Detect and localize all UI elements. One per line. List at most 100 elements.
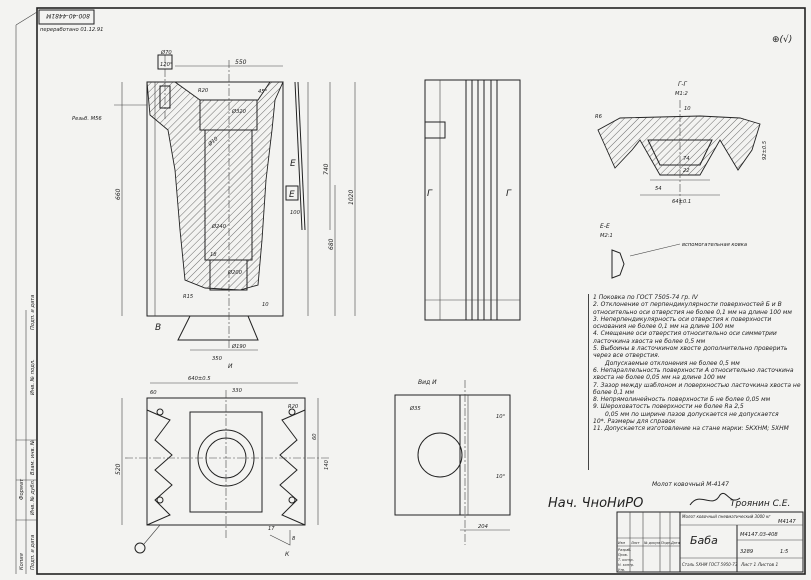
dim-350: 350 bbox=[212, 356, 223, 362]
dim-r15: R15 bbox=[183, 294, 194, 300]
section-ee-scale: М2:1 bbox=[600, 233, 613, 239]
section-gg: Г-Г М1:2 R6 10 74 22 54 92±0.5 64±0.1 bbox=[595, 81, 768, 205]
section-label-g-right: Г bbox=[506, 189, 512, 199]
plan-view-title: И bbox=[228, 363, 233, 370]
dim-10: 10 bbox=[262, 302, 269, 308]
handwritten-signature: Троянин С.Е. bbox=[730, 499, 790, 509]
view-i-dim-10deg-a: 10° bbox=[496, 414, 506, 420]
side-stamp-1: Подп. и дата bbox=[30, 295, 36, 330]
plan-dim-17: 17 bbox=[268, 526, 275, 532]
note-5: 5. Выбоины в ласточкином хвосте дополнит… bbox=[593, 345, 788, 360]
plan-dim-60b: 60 bbox=[312, 433, 318, 440]
note-allowed: Допускаемые отклонения не более 0,5 мм bbox=[605, 359, 740, 367]
section-label-g-left: Г bbox=[427, 189, 433, 199]
side-stamp-2: Взам. инв. № bbox=[30, 440, 36, 475]
side-stamp-6: Формат bbox=[19, 478, 25, 500]
view-i-dim-204: 204 bbox=[478, 524, 488, 530]
side-stamp-0: Инв. № подл. bbox=[30, 359, 36, 395]
dim-740: 740 bbox=[323, 163, 330, 175]
plan-dim-140: 140 bbox=[324, 459, 330, 470]
col-sheet: Лист bbox=[630, 541, 641, 545]
surface-finish-mark: ⊕(√) bbox=[772, 34, 792, 45]
plan-view: И 640±0.5 330 60 R20 520 140 60 17 8 К bbox=[115, 363, 330, 558]
plan-dim-r20: R20 bbox=[288, 404, 299, 410]
gg-dim-92: 92±0.5 bbox=[762, 140, 768, 160]
dim-18: 18 bbox=[210, 252, 217, 258]
col-sign: Подп. bbox=[661, 541, 671, 545]
col-date: Дата bbox=[670, 541, 680, 545]
note-2: 2. Отклонение от перпендикулярности пове… bbox=[593, 301, 792, 316]
gg-dim-r6: R6 bbox=[595, 114, 603, 120]
side-stamp-4: Подп. и дата bbox=[30, 535, 36, 570]
plan-label-k: К bbox=[285, 551, 290, 558]
tb-mass: 3289 bbox=[740, 549, 753, 555]
note-11: 11. Допускается изготовление на стане ма… bbox=[593, 425, 789, 433]
notes-heading: 1 Поковка по ГОСТ 7505-74 гр. IV bbox=[593, 294, 698, 301]
signature-scribble bbox=[689, 492, 741, 506]
role-approved: Утв. bbox=[618, 568, 625, 572]
plan-dim-60: 60 bbox=[150, 390, 157, 396]
side-view: Г Г bbox=[424, 79, 521, 321]
view-i-dim-10deg-b: 10° bbox=[496, 474, 506, 480]
section-ee-callout: вспомогательная ковка bbox=[682, 242, 747, 248]
plan-dim-8: 8 bbox=[292, 536, 296, 542]
dim-d320: Ø320 bbox=[231, 108, 247, 115]
section-label-e-top: Е bbox=[290, 159, 296, 169]
role-norm-control: Н. контр. bbox=[618, 563, 634, 567]
plan-dim-330: 330 bbox=[232, 388, 243, 394]
col-doc: № докум. bbox=[643, 541, 661, 545]
tb-sheet: Лист 1 Листов 1 bbox=[740, 562, 779, 568]
side-stamp-3: Инв. № дубл. bbox=[30, 480, 36, 516]
tb-designation-top: М4147 bbox=[778, 519, 796, 525]
gg-dim-74: 74 bbox=[683, 156, 690, 162]
view-i-title: Вид И bbox=[418, 379, 437, 386]
tb-material: Сталь 5ХНМ ГОСТ 5950-73 bbox=[682, 562, 738, 567]
section-ee-title: Е-Е bbox=[600, 223, 610, 230]
note-3: 3. Неперпендикулярность оси отверстия к … bbox=[593, 315, 772, 331]
gg-dim-22: 22 bbox=[683, 168, 690, 174]
stamp-subtitle: переработано 01.12.91 bbox=[40, 27, 103, 33]
tb-scale: 1:5 bbox=[780, 549, 789, 555]
col-change: Изм bbox=[618, 541, 625, 545]
dim-550: 550 bbox=[235, 59, 247, 66]
dim-d190: Ø190 bbox=[231, 343, 247, 350]
side-stamp-5: Копия bbox=[19, 553, 25, 570]
main-view: Ø70 120° 550 Резьб. М56 Ø320 R20 Ø10 Ø24… bbox=[72, 49, 356, 362]
dim-100: 100 bbox=[290, 210, 301, 216]
view-i-dim-d35: Ø35 bbox=[409, 405, 421, 412]
view-i: Вид И Ø35 204 10° 10° bbox=[394, 379, 511, 545]
gg-dim-54: 54 bbox=[655, 186, 662, 192]
plan-dim-520: 520 bbox=[115, 463, 122, 475]
plan-dim-640: 640±0.5 bbox=[188, 376, 211, 382]
tb-part-name: Баба bbox=[690, 534, 718, 547]
title-block: Изм Лист № докум. Подп. Дата Разраб. Про… bbox=[616, 511, 804, 573]
note-4: 4. Смещение оси отверстия относительно о… bbox=[593, 330, 777, 345]
handwritten-department: Нач. ЧноНиРО bbox=[548, 496, 643, 511]
role-developer: Разраб. bbox=[618, 548, 631, 552]
notes-block: 1 Поковка по ГОСТ 7505-74 гр. IV 2. Откл… bbox=[588, 294, 803, 470]
note-10: 10*. Размеры для справок bbox=[593, 418, 676, 426]
section-label-e-box: Е bbox=[289, 190, 295, 200]
dim-45deg: 45° bbox=[258, 89, 268, 95]
side-stamp-column: Подп. и дата Инв. № подл. Взам. инв. № И… bbox=[16, 295, 37, 574]
section-ee: Е-Е М2:1 вспомогательная ковка bbox=[600, 223, 747, 279]
tb-designation: М4147.03-408 bbox=[740, 532, 778, 538]
note-9: 9. Шероховатость поверхности не более Ra… bbox=[593, 403, 744, 411]
technical-notes: 1 Поковка по ГОСТ 7505-74 гр. IV 2. Откл… bbox=[588, 294, 803, 470]
role-checker: Пров. bbox=[618, 553, 628, 557]
gg-dim-10: 10 bbox=[684, 106, 691, 112]
dim-680: 680 bbox=[328, 238, 335, 250]
dim-r20: R20 bbox=[198, 88, 209, 94]
dim-660: 660 bbox=[115, 188, 122, 200]
dim-d240: Ø240 bbox=[211, 223, 227, 230]
dim-thread-m56: Резьб. М56 bbox=[72, 116, 102, 122]
dim-d70: Ø70 bbox=[160, 49, 172, 56]
surface-label-b: В bbox=[155, 323, 161, 333]
section-gg-title: Г-Г bbox=[678, 81, 688, 88]
note-6: 6. Непараллельность поверхности А относи… bbox=[593, 366, 794, 382]
dim-d200: Ø200 bbox=[227, 269, 243, 276]
note-8: 8. Непрямолинейность поверхности Б не бо… bbox=[593, 396, 771, 404]
gg-dim-64: 64±0.1 bbox=[672, 199, 691, 205]
dim-120deg: 120° bbox=[160, 62, 173, 68]
